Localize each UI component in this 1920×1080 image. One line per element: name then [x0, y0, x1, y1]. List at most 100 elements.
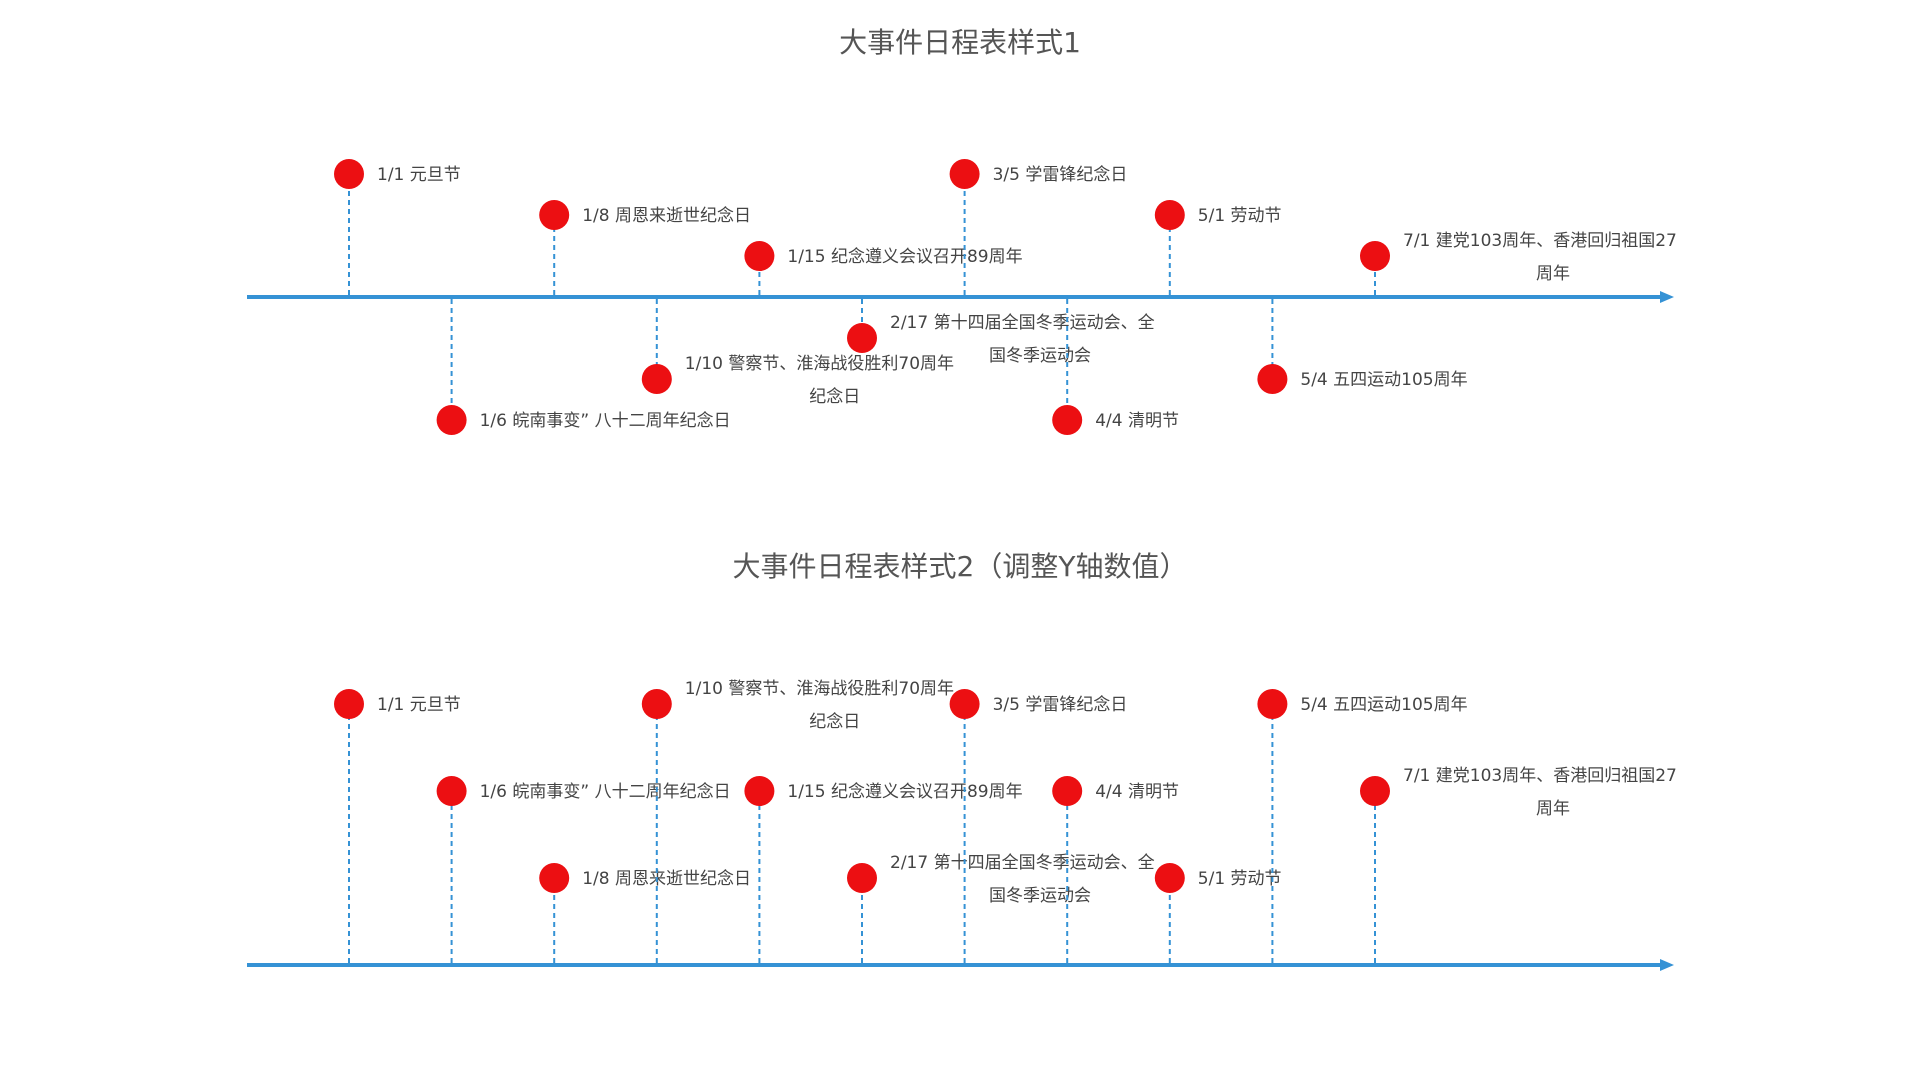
event-marker [334, 689, 364, 719]
event-label: 5/4 五四运动105周年 [1300, 370, 1467, 390]
event-label: 1/8 周恩来逝世纪念日 [582, 205, 751, 226]
event-label: 5/1 劳动节 [1198, 206, 1282, 226]
timeline-event: 1/6 皖南事变” 八十二周年纪念日 [436, 299, 731, 435]
event-label-line: 4/4 清明节 [1095, 782, 1179, 802]
event-marker [1154, 863, 1185, 893]
event-label: 4/4 清明节 [1095, 411, 1179, 431]
timeline-event: 4/4 清明节 [1052, 299, 1179, 435]
event-marker [744, 776, 775, 806]
timeline-chart-1: 大事件日程表样式1 1/1 元旦节 1/6 皖南事变” 八十二周年纪念日 1/8 周恩… [247, 26, 1677, 435]
event-label-line: 5/4 五四运动105周年 [1300, 370, 1467, 390]
event-marker [436, 405, 467, 435]
timeline-event: 5/4 五四运动105周年 [1257, 299, 1468, 394]
chart-title: 大事件日程表样式1 [839, 26, 1081, 59]
event-label-line: 5/1 劳动节 [1198, 869, 1282, 889]
event-label-line: 1/6 皖南事变” 八十二周年纪念日 [480, 781, 731, 802]
event-marker [641, 689, 672, 719]
event-label-line: 3/5 学雷锋纪念日 [993, 164, 1128, 185]
event-label-line: 国冬季运动会 [989, 346, 1091, 366]
event-label: 7/1 建党103周年、香港回归祖国27 周年 [1403, 766, 1677, 819]
event-label-line: 纪念日 [809, 386, 860, 407]
timeline-event: 2/17 第十四届全国冬季运动会、全国冬季运动会 [847, 299, 1155, 366]
timeline-event: 1/10 警察节、淮海战役胜利70周年纪念日 [641, 679, 954, 963]
event-marker [949, 159, 980, 189]
event-marker [949, 689, 980, 719]
timeline-event: 1/1 元旦节 [334, 689, 461, 963]
timeline-event: 3/5 学雷锋纪念日 [949, 159, 1128, 295]
event-label: 1/1 元旦节 [377, 165, 461, 185]
event-label: 2/17 第十四届全国冬季运动会、全国冬季运动会 [890, 853, 1155, 906]
event-label-line: 1/10 警察节、淮海战役胜利70周年 [685, 679, 954, 699]
timeline-chart-2: 大事件日程表样式2（调整Y轴数值） 1/1 元旦节 1/6 皖南事变” 八十二周年纪… [247, 550, 1677, 971]
event-label: 2/17 第十四届全国冬季运动会、全国冬季运动会 [890, 313, 1155, 366]
event-label-line: 2/17 第十四届全国冬季运动会、全 [890, 853, 1155, 873]
timeline-axis-arrow [1660, 291, 1674, 303]
event-marker [847, 323, 877, 353]
event-label-line: 1/6 皖南事变” 八十二周年纪念日 [480, 410, 731, 431]
event-marker [436, 776, 467, 806]
event-marker [539, 863, 570, 893]
event-marker [1360, 776, 1390, 806]
timeline-event: 5/4 五四运动105周年 [1257, 689, 1468, 963]
event-label: 1/6 皖南事变” 八十二周年纪念日 [480, 410, 731, 431]
event-label: 1/1 元旦节 [377, 695, 461, 715]
event-label-line: 5/1 劳动节 [1198, 206, 1282, 226]
event-label: 3/5 学雷锋纪念日 [993, 694, 1128, 715]
timeline-event: 7/1 建党103周年、香港回归祖国27 周年 [1360, 766, 1677, 963]
event-label: 1/15 纪念遵义会议召开89周年 [787, 781, 1022, 802]
event-label: 1/10 警察节、淮海战役胜利70周年纪念日 [685, 679, 954, 732]
event-label-line: 3/5 学雷锋纪念日 [993, 694, 1128, 715]
event-marker [847, 863, 877, 893]
event-label-line: 2/17 第十四届全国冬季运动会、全 [890, 313, 1155, 333]
event-label-line: 1/15 纪念遵义会议召开89周年 [787, 246, 1022, 267]
event-label: 4/4 清明节 [1095, 782, 1179, 802]
timeline-event: 1/8 周恩来逝世纪念日 [539, 200, 751, 295]
event-label-line: 纪念日 [809, 711, 860, 732]
timeline-event: 1/15 纪念遵义会议召开89周年 [744, 241, 1023, 295]
event-label: 3/5 学雷锋纪念日 [993, 164, 1128, 185]
event-marker [1052, 405, 1083, 435]
event-label: 1/15 纪念遵义会议召开89周年 [787, 246, 1022, 267]
event-label-line: 1/1 元旦节 [377, 695, 461, 715]
event-label: 5/4 五四运动105周年 [1300, 695, 1467, 715]
event-marker [744, 241, 775, 271]
event-label-line: 1/1 元旦节 [377, 165, 461, 185]
chart-title: 大事件日程表样式2（调整Y轴数值） [733, 550, 1188, 583]
event-label-line: 7/1 建党103周年、香港回归祖国27 [1403, 231, 1677, 251]
timeline-event: 1/8 周恩来逝世纪念日 [539, 863, 751, 963]
event-label-line: 周年 [1536, 264, 1570, 284]
event-label: 1/8 周恩来逝世纪念日 [582, 868, 751, 889]
event-marker [334, 159, 364, 189]
event-label-line: 1/8 周恩来逝世纪念日 [582, 868, 751, 889]
event-label-line: 7/1 建党103周年、香港回归祖国27 [1403, 766, 1677, 786]
event-marker [1257, 364, 1288, 394]
event-label-line: 1/10 警察节、淮海战役胜利70周年 [685, 354, 954, 374]
event-label: 1/6 皖南事变” 八十二周年纪念日 [480, 781, 731, 802]
event-label-line: 5/4 五四运动105周年 [1300, 695, 1467, 715]
event-label: 7/1 建党103周年、香港回归祖国27 周年 [1403, 231, 1677, 284]
event-label-line: 国冬季运动会 [989, 886, 1091, 906]
timeline-event: 5/1 劳动节 [1154, 863, 1282, 963]
timeline-event: 1/6 皖南事变” 八十二周年纪念日 [436, 776, 731, 963]
event-marker [1052, 776, 1083, 806]
timeline-event: 1/10 警察节、淮海战役胜利70周年纪念日 [641, 299, 954, 407]
timeline-event: 3/5 学雷锋纪念日 [949, 689, 1128, 963]
timeline-event: 2/17 第十四届全国冬季运动会、全国冬季运动会 [847, 853, 1155, 963]
event-marker [1257, 689, 1288, 719]
timeline-event: 1/1 元旦节 [334, 159, 461, 295]
event-label-line: 1/15 纪念遵义会议召开89周年 [787, 781, 1022, 802]
event-label-line: 周年 [1536, 799, 1570, 819]
event-marker [641, 364, 672, 394]
event-label: 1/10 警察节、淮海战役胜利70周年纪念日 [685, 354, 954, 407]
event-marker [1360, 241, 1390, 271]
timeline-event: 5/1 劳动节 [1154, 200, 1282, 295]
event-marker [539, 200, 570, 230]
event-marker [1154, 200, 1185, 230]
event-label-line: 4/4 清明节 [1095, 411, 1179, 431]
timeline-event: 4/4 清明节 [1052, 776, 1179, 963]
timeline-axis-arrow [1660, 959, 1674, 971]
timeline-event: 7/1 建党103周年、香港回归祖国27 周年 [1360, 231, 1677, 295]
event-label-line: 1/8 周恩来逝世纪念日 [582, 205, 751, 226]
